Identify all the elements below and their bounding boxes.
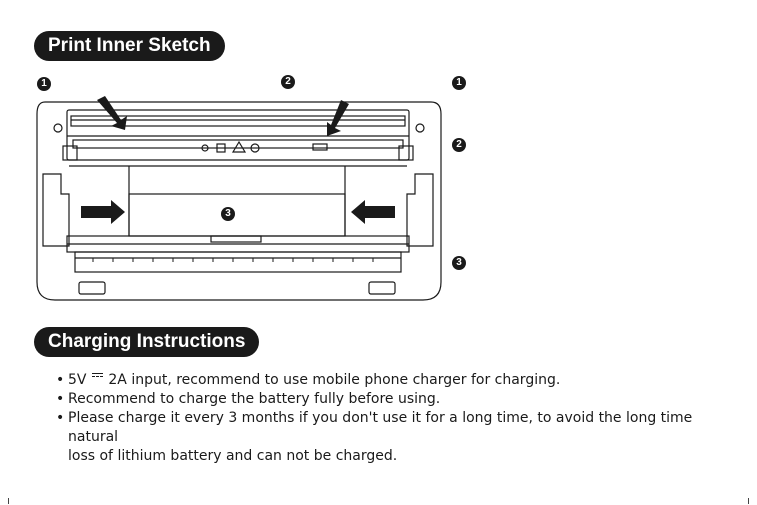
voltage-text: 5V xyxy=(68,372,87,388)
charging-bullet-input: 5V 2A input, recommend to use mobile pho… xyxy=(56,371,736,390)
storage-line-2: loss of lithium battery and can not be c… xyxy=(68,448,398,464)
legend-callout-1: 1 xyxy=(452,76,466,90)
arrow-icon xyxy=(81,96,395,224)
input-text: 2A input, recommend to use mobile phone … xyxy=(108,372,561,388)
charging-bullet-full-charge: Recommend to charge the battery fully be… xyxy=(56,390,736,409)
paper-slot xyxy=(128,193,346,237)
arrow-right-paper-guide xyxy=(351,200,395,224)
charging-instructions-list: 5V 2A input, recommend to use mobile pho… xyxy=(56,371,736,466)
callout-2-top: 2 xyxy=(281,75,295,89)
printer-outline xyxy=(36,101,442,301)
crop-mark-right xyxy=(748,498,749,504)
callout-1-top-left: 1 xyxy=(37,77,51,91)
bottom-tray xyxy=(74,251,402,273)
arrow-top-left xyxy=(97,96,127,130)
section-title-charging-instructions: Charging Instructions xyxy=(34,327,260,357)
section-title-print-inner-sketch: Print Inner Sketch xyxy=(34,31,225,61)
foot-left xyxy=(78,281,106,295)
storage-line-1: Please charge it every 3 months if you d… xyxy=(68,410,693,445)
arrow-top-right xyxy=(327,100,349,136)
top-housing xyxy=(66,109,410,161)
crop-mark-left xyxy=(8,498,9,504)
printer-inner-sketch xyxy=(36,96,442,301)
legend-callout-3: 3 xyxy=(452,256,466,270)
direct-current-icon xyxy=(91,373,103,383)
legend-callout-2: 2 xyxy=(452,138,466,152)
charging-bullet-storage: Please charge it every 3 months if you d… xyxy=(56,409,736,466)
callout-3-paper-slot: 3 xyxy=(221,207,235,221)
foot-right xyxy=(368,281,396,295)
arrow-left-paper-guide xyxy=(81,200,125,224)
